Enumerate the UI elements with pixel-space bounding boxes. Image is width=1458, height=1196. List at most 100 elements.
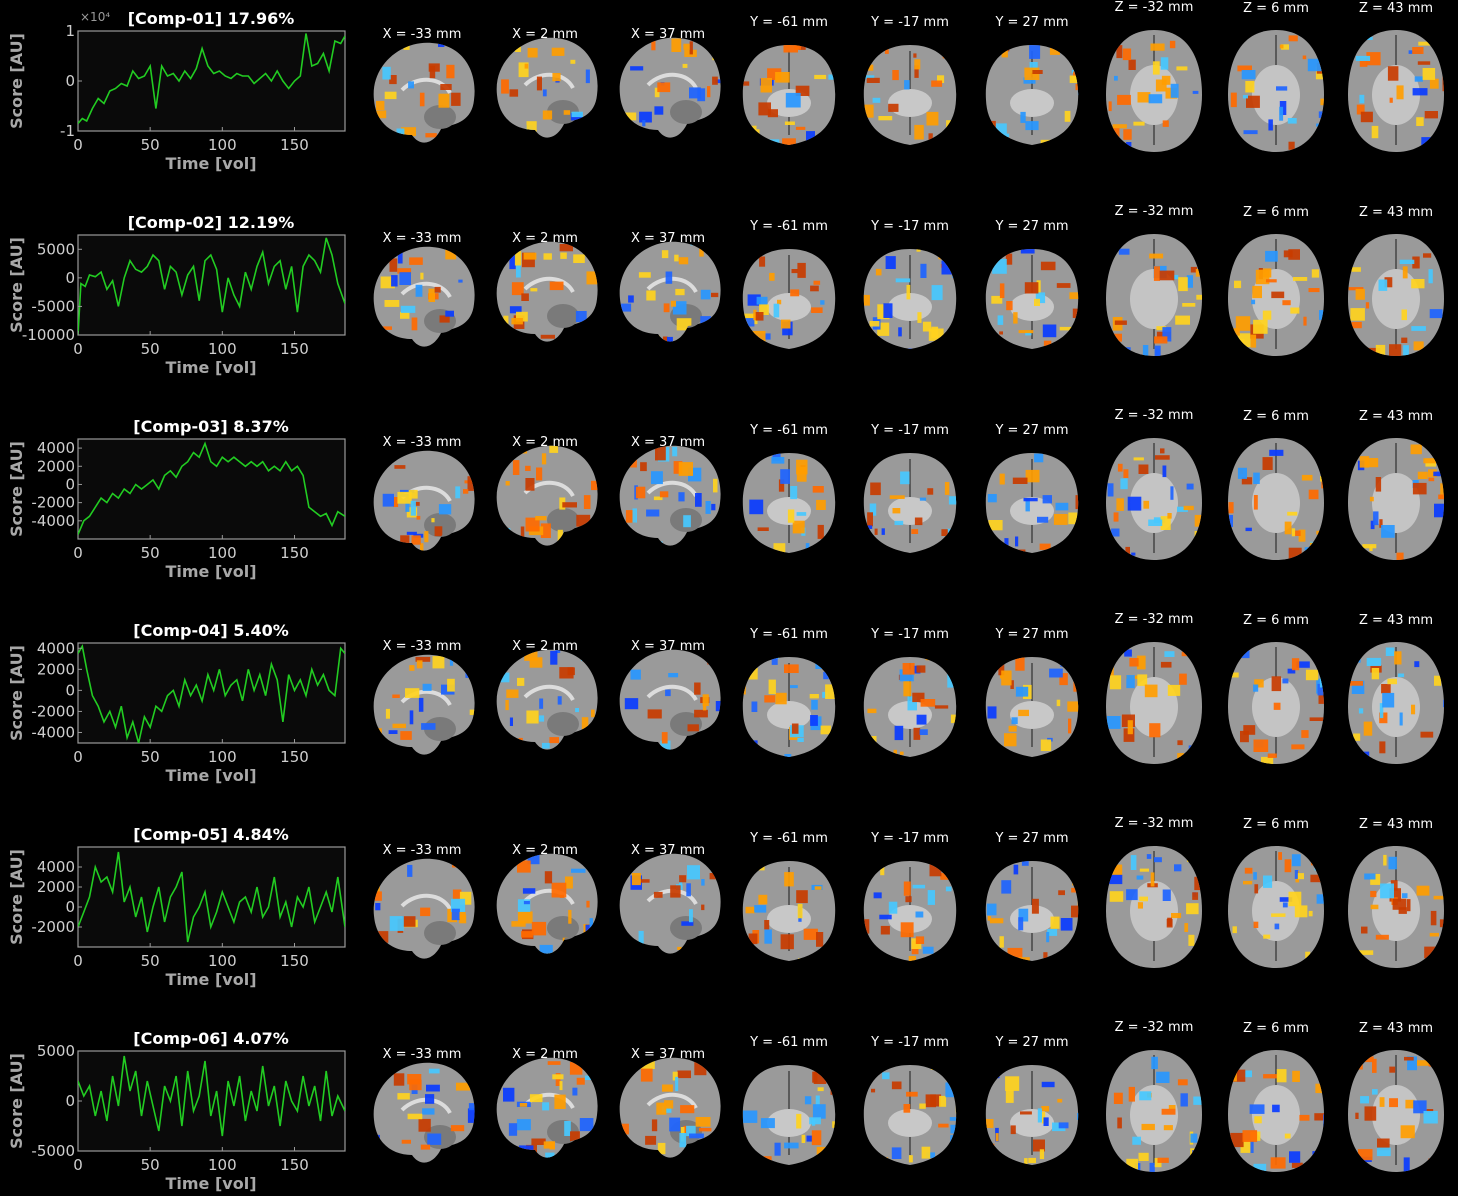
activation-voxel: [1438, 494, 1444, 500]
activation-voxel: [1069, 75, 1079, 83]
activation-voxel: [1426, 1109, 1434, 1113]
activation-voxel: [1276, 86, 1288, 91]
activation-voxel: [392, 654, 400, 661]
activation-voxel: [790, 289, 800, 297]
activation-voxel: [1058, 890, 1065, 896]
activation-voxel: [940, 872, 954, 880]
activation-voxel: [589, 918, 593, 929]
activation-voxel: [513, 449, 528, 454]
activation-voxel: [1373, 511, 1379, 526]
chart-title: [Comp-04] 5.40%: [133, 621, 288, 640]
activation-voxel: [1194, 876, 1202, 891]
activation-voxel: [511, 282, 524, 296]
activation-voxel: [864, 104, 874, 118]
activation-voxel: [1291, 744, 1305, 750]
activation-voxel: [1153, 266, 1160, 281]
brain-slice-sagittal: X = 37 mm: [619, 231, 721, 342]
activation-voxel: [1288, 547, 1302, 560]
activation-voxel: [576, 348, 584, 360]
activation-voxel: [711, 292, 719, 298]
activation-voxel: [518, 737, 523, 745]
activation-voxel: [1296, 661, 1310, 668]
activation-voxel: [694, 709, 708, 718]
activation-voxel: [499, 746, 512, 750]
activation-voxel: [509, 306, 522, 314]
activation-voxel: [535, 516, 547, 521]
series-line: [78, 441, 345, 535]
activation-voxel: [419, 92, 425, 107]
activation-voxel: [631, 873, 641, 886]
slice-label: Z = -32 mm: [1115, 0, 1194, 15]
activation-voxel: [1200, 1153, 1202, 1162]
activation-voxel: [434, 286, 441, 293]
activation-voxel: [655, 446, 666, 461]
activation-voxel: [517, 860, 531, 873]
activation-voxel: [1288, 249, 1300, 260]
white-matter: [646, 1092, 698, 1110]
activation-voxel: [465, 671, 475, 678]
activation-voxel: [892, 70, 899, 81]
activation-voxel: [1108, 874, 1123, 885]
brain-slice-axial: Z = 43 mm: [1348, 205, 1444, 356]
activation-voxel: [1284, 521, 1292, 535]
activation-voxel: [589, 942, 597, 951]
activation-voxel: [1274, 923, 1280, 930]
activation-voxel: [1382, 692, 1395, 708]
white-matter: [646, 684, 698, 702]
activation-voxel: [1109, 675, 1122, 690]
activation-voxel: [559, 667, 574, 679]
activation-voxel: [630, 66, 644, 71]
activation-voxel: [661, 1106, 672, 1113]
activation-voxel: [1291, 1162, 1303, 1168]
activation-voxel: [646, 290, 656, 301]
activation-voxel: [912, 692, 925, 703]
series-line: [78, 643, 345, 743]
activation-voxel: [920, 263, 927, 278]
activation-voxel: [1117, 94, 1131, 105]
activation-voxel: [913, 53, 917, 58]
brain-slice-sagittal: X = -33 mm: [373, 1047, 475, 1163]
slice-label: X = -33 mm: [383, 231, 462, 246]
slice-label: Y = -61 mm: [749, 15, 828, 30]
x-tick-label: 50: [141, 748, 160, 766]
activation-voxel: [1387, 678, 1397, 685]
activation-voxel: [1162, 465, 1167, 478]
activation-voxel: [434, 526, 443, 537]
activation-voxel: [426, 1084, 440, 1092]
brain-slice-sagittal: X = 37 mm: [619, 435, 721, 546]
activation-voxel: [924, 959, 936, 961]
slice-label: X = -33 mm: [383, 435, 462, 450]
activation-voxel: [1112, 124, 1127, 129]
activation-voxel: [1323, 521, 1324, 535]
series-line: [78, 33, 345, 125]
y-tick-label: 0: [65, 1092, 75, 1110]
activation-voxel: [662, 1084, 673, 1092]
activation-voxel: [894, 520, 904, 526]
activation-voxel: [1124, 649, 1132, 657]
activation-voxel: [506, 689, 519, 698]
activation-voxel: [1402, 266, 1408, 279]
activation-voxel: [1069, 292, 1079, 300]
slice-label: X = 37 mm: [631, 639, 705, 654]
activation-voxel: [545, 1152, 555, 1158]
activation-voxel: [1059, 673, 1068, 686]
activation-voxel: [1366, 657, 1382, 666]
activation-voxel: [1139, 1091, 1152, 1101]
activation-voxel: [672, 1071, 678, 1081]
white-matter: [1372, 473, 1420, 533]
activation-voxel: [1433, 895, 1444, 900]
activation-voxel: [452, 889, 462, 901]
activation-voxel: [1383, 854, 1387, 866]
activation-voxel: [1020, 111, 1026, 123]
plot-area: [77, 438, 346, 540]
activation-voxel: [671, 38, 682, 52]
brain-slice-coronal: Y = 27 mm: [985, 219, 1079, 349]
slice-label: Z = -32 mm: [1115, 204, 1194, 219]
x-axis-label: Time [vol]: [165, 562, 256, 581]
activation-voxel: [1441, 239, 1444, 251]
activation-voxel: [816, 499, 826, 510]
activation-voxel: [547, 1061, 561, 1065]
activation-voxel: [990, 1074, 1000, 1079]
activation-voxel: [1401, 337, 1408, 343]
activation-voxel: [883, 303, 893, 318]
